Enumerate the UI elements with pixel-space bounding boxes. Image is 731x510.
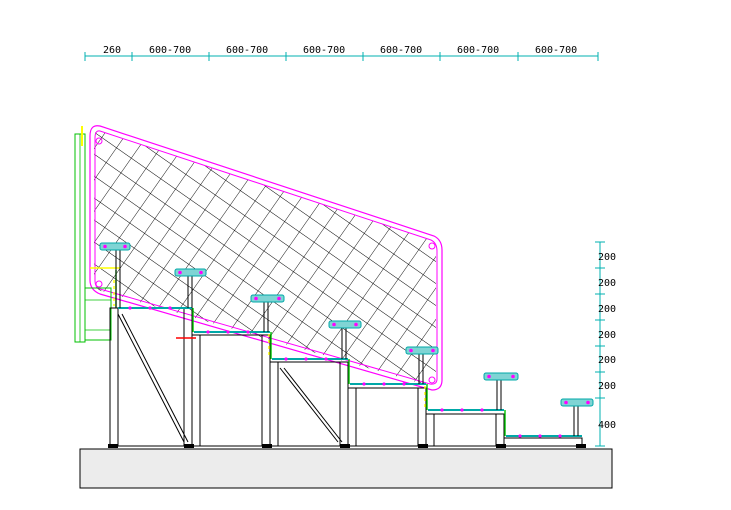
right-dim-label: 200 [598,278,616,289]
foot-plates [108,444,586,448]
top-dim-label: 600-700 [380,45,422,56]
right-dim-label: 200 [598,355,616,366]
seat [405,346,439,384]
top-dim-label: 600-700 [149,45,191,56]
top-dim-label: 260 [103,45,121,56]
seat [250,294,285,332]
seat [99,242,131,308]
right-dim-label: 200 [598,304,616,315]
right-dimension-chain: 200 200 200 200 200 200 400 [595,241,616,447]
riser-structure [109,307,583,447]
top-dimension-chain: 260 600-700 600-700 600-700 600-700 600-… [84,45,599,61]
panel-frame-inner [94,130,438,385]
ground-slab [79,448,613,489]
right-dim-label: 200 [598,252,616,263]
right-dim-label: 200 [598,381,616,392]
right-dim-label: 400 [598,420,616,431]
seat [560,398,594,436]
top-dim-label: 600-700 [303,45,345,56]
seat [174,268,207,308]
back-panel [89,125,443,391]
seat [483,372,519,410]
panel-frame-outer [89,125,443,391]
top-dim-label: 600-700 [535,45,577,56]
top-dim-label: 600-700 [226,45,268,56]
right-dim-label: 200 [598,330,616,341]
top-dim-label: 600-700 [457,45,499,56]
step-beam-dots [128,306,562,438]
seat [328,320,362,359]
left-rail [74,126,120,343]
